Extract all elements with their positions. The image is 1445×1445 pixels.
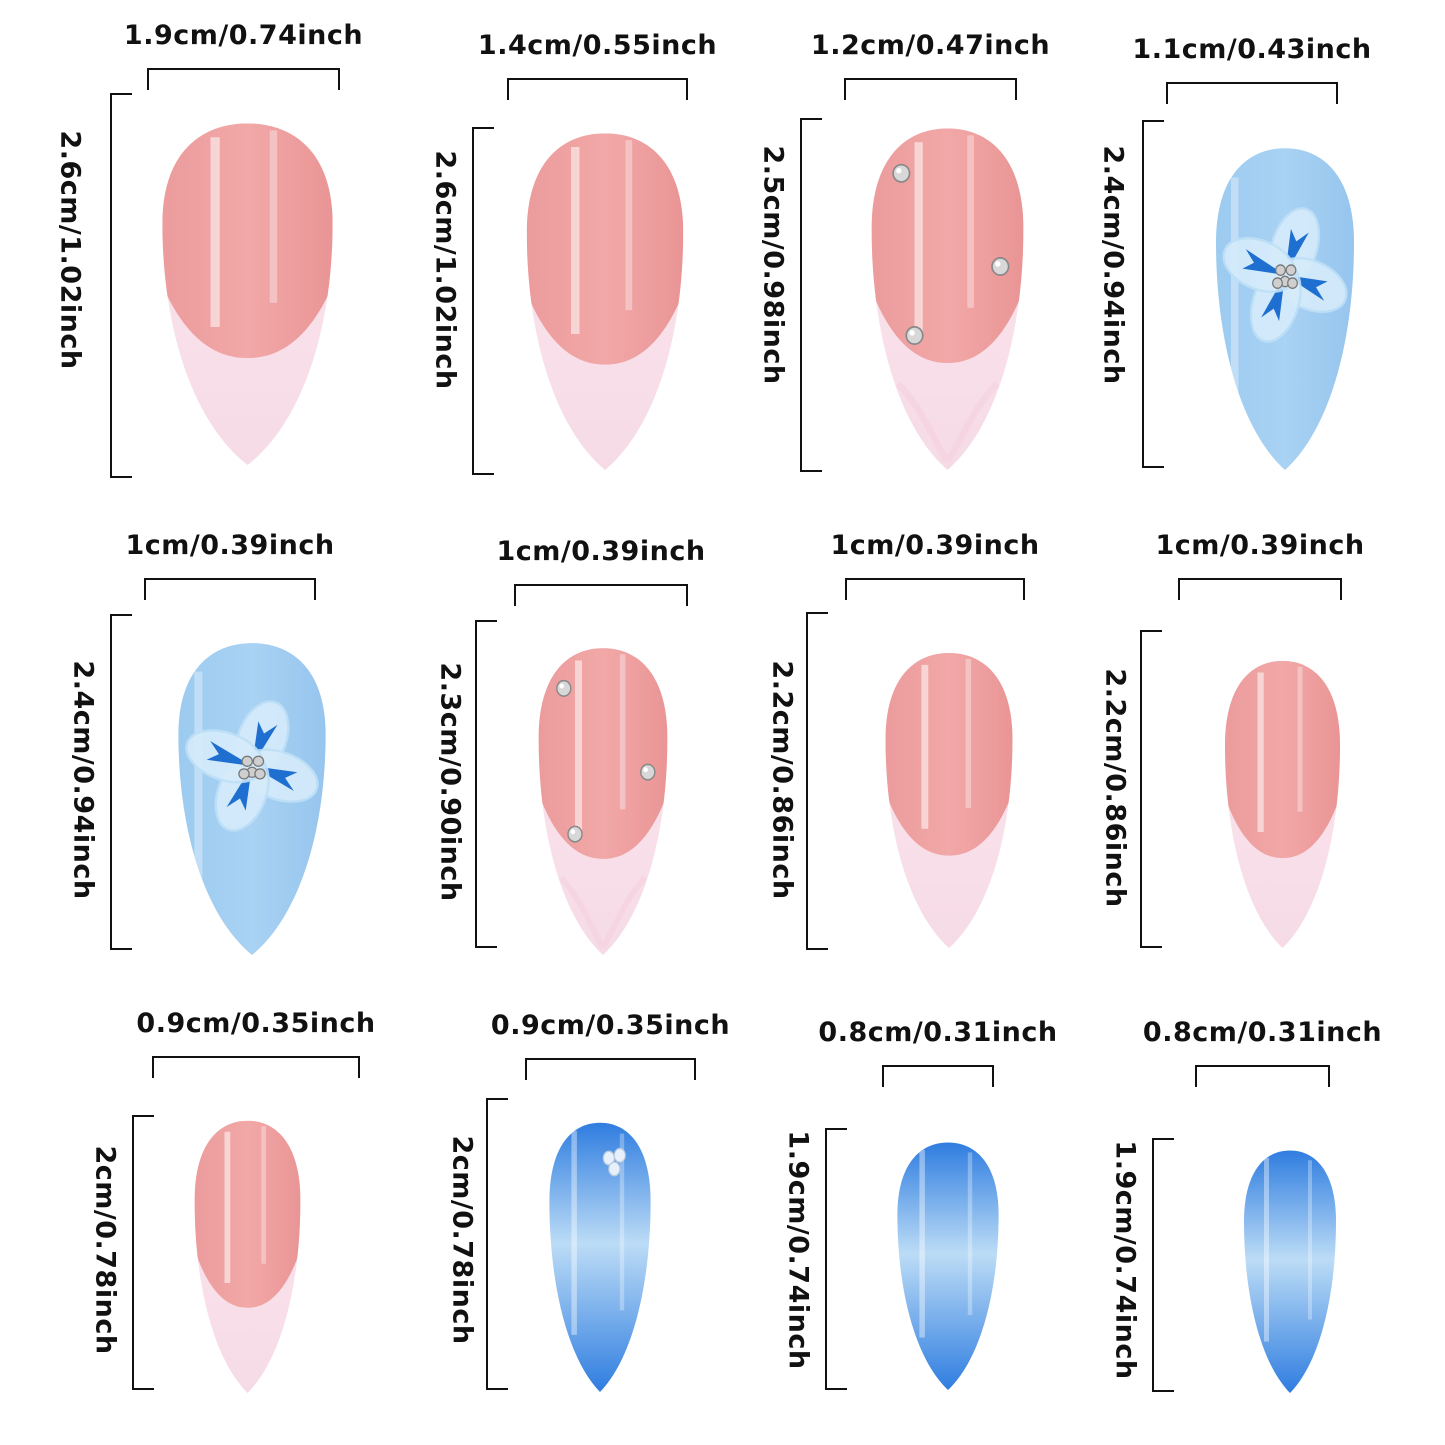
rhinestone: [892, 163, 911, 183]
flower-decoration: [1222, 207, 1348, 343]
nail-highlight: [1257, 672, 1264, 832]
height-bracket: [110, 93, 132, 478]
nail-highlight: [575, 660, 582, 831]
nail-highlight: [914, 142, 923, 332]
nail-bed-pink: [885, 652, 1013, 856]
pearl: [608, 1161, 621, 1177]
press-on-nail: [538, 648, 668, 955]
width-label: 1.1cm/0.43inch: [1132, 34, 1372, 65]
press-on-nail: [162, 123, 333, 465]
height-bracket: [132, 1115, 154, 1390]
press-on-nail: [526, 133, 684, 470]
silver-bead: [1285, 264, 1297, 276]
width-label: 0.8cm/0.31inch: [818, 1017, 1058, 1048]
width-label: 1.9cm/0.74inch: [123, 20, 364, 51]
width-bracket: [525, 1058, 696, 1080]
width-label: 1cm/0.39inch: [830, 530, 1040, 561]
width-bracket: [1166, 82, 1338, 104]
height-bracket: [110, 614, 132, 950]
width-label: 1cm/0.39inch: [496, 536, 706, 567]
height-bracket: [1140, 630, 1162, 948]
press-on-nail: [871, 128, 1024, 470]
silver-bead: [238, 768, 250, 780]
rhinestone: [991, 256, 1010, 276]
height-label: 2.6cm/1.02inch: [54, 130, 86, 370]
width-label: 0.9cm/0.35inch: [490, 1010, 731, 1041]
rhinestone: [556, 679, 572, 697]
width-label: 0.9cm/0.35inch: [136, 1008, 376, 1039]
height-label: 2.5cm/0.98inch: [757, 145, 789, 385]
width-label: 1.4cm/0.55inch: [477, 30, 718, 61]
press-on-nail: [885, 652, 1013, 948]
height-bracket: [825, 1128, 847, 1390]
press-on-nail: [194, 1120, 301, 1393]
height-bracket: [806, 612, 828, 950]
width-label: 1cm/0.39inch: [1155, 530, 1365, 561]
nail-bed-pink: [871, 128, 1024, 364]
rhinestone: [905, 325, 924, 345]
nail-highlight: [921, 664, 929, 829]
nail-bed-pink: [162, 123, 333, 359]
height-label: 2.4cm/0.94inch: [67, 660, 99, 900]
height-label: 2cm/0.78inch: [89, 1145, 121, 1355]
height-label: 2cm/0.78inch: [446, 1135, 478, 1345]
silver-bead: [1287, 277, 1298, 289]
nail-highlight: [224, 1131, 231, 1283]
silver-bead: [1272, 277, 1283, 289]
height-label: 2.4cm/0.94inch: [1097, 145, 1129, 385]
height-bracket: [486, 1098, 508, 1390]
press-on-nail: [1225, 660, 1340, 948]
nail-highlight: [571, 147, 580, 334]
height-bracket: [475, 620, 497, 948]
nail-bed-pink: [1225, 660, 1340, 859]
height-bracket: [800, 118, 822, 472]
nail-blue-gradient: [897, 1142, 999, 1390]
height-label: 1.9cm/0.74inch: [1109, 1140, 1141, 1380]
press-on-nail: [549, 1122, 651, 1392]
silver-bead: [1275, 264, 1286, 276]
nail-highlight: [210, 137, 220, 327]
width-label: 0.8cm/0.31inch: [1142, 1017, 1383, 1048]
width-bracket: [845, 578, 1025, 600]
height-bracket: [1142, 120, 1164, 468]
height-label: 2.3cm/0.90inch: [434, 662, 466, 902]
silver-bead: [241, 755, 253, 767]
height-bracket: [472, 127, 494, 475]
width-bracket: [882, 1065, 994, 1087]
height-label: 2.6cm/1.02inch: [429, 150, 461, 390]
width-bracket: [152, 1056, 360, 1078]
nail-bed-pink: [194, 1120, 301, 1308]
rhinestone: [640, 763, 656, 781]
width-bracket: [1178, 578, 1342, 600]
width-label: 1cm/0.39inch: [125, 530, 335, 561]
silver-bead: [254, 768, 266, 780]
width-bracket: [1195, 1065, 1330, 1087]
nail-bed-pink: [526, 133, 684, 365]
nail-blue-gradient: [1244, 1150, 1336, 1393]
height-label: 2.2cm/0.86inch: [1099, 668, 1131, 908]
width-bracket: [844, 78, 1017, 100]
press-on-nail: [1216, 148, 1354, 470]
width-bracket: [514, 584, 688, 606]
nail-blue-gradient: [549, 1122, 651, 1392]
height-label: 1.9cm/0.74inch: [782, 1130, 814, 1370]
height-bracket: [1152, 1138, 1174, 1392]
height-label: 2.2cm/0.86inch: [766, 660, 798, 900]
width-bracket: [147, 68, 340, 90]
flower-decoration: [185, 700, 319, 832]
nail-bed-pink: [538, 648, 668, 859]
press-on-nail: [1244, 1150, 1336, 1393]
width-bracket: [144, 578, 316, 600]
rhinestone: [567, 825, 583, 843]
width-bracket: [507, 78, 688, 100]
silver-bead: [252, 755, 265, 767]
width-label: 1.2cm/0.47inch: [810, 30, 1051, 61]
pearl: [613, 1147, 626, 1163]
press-on-nail: [178, 643, 326, 955]
press-on-nail: [897, 1142, 999, 1390]
